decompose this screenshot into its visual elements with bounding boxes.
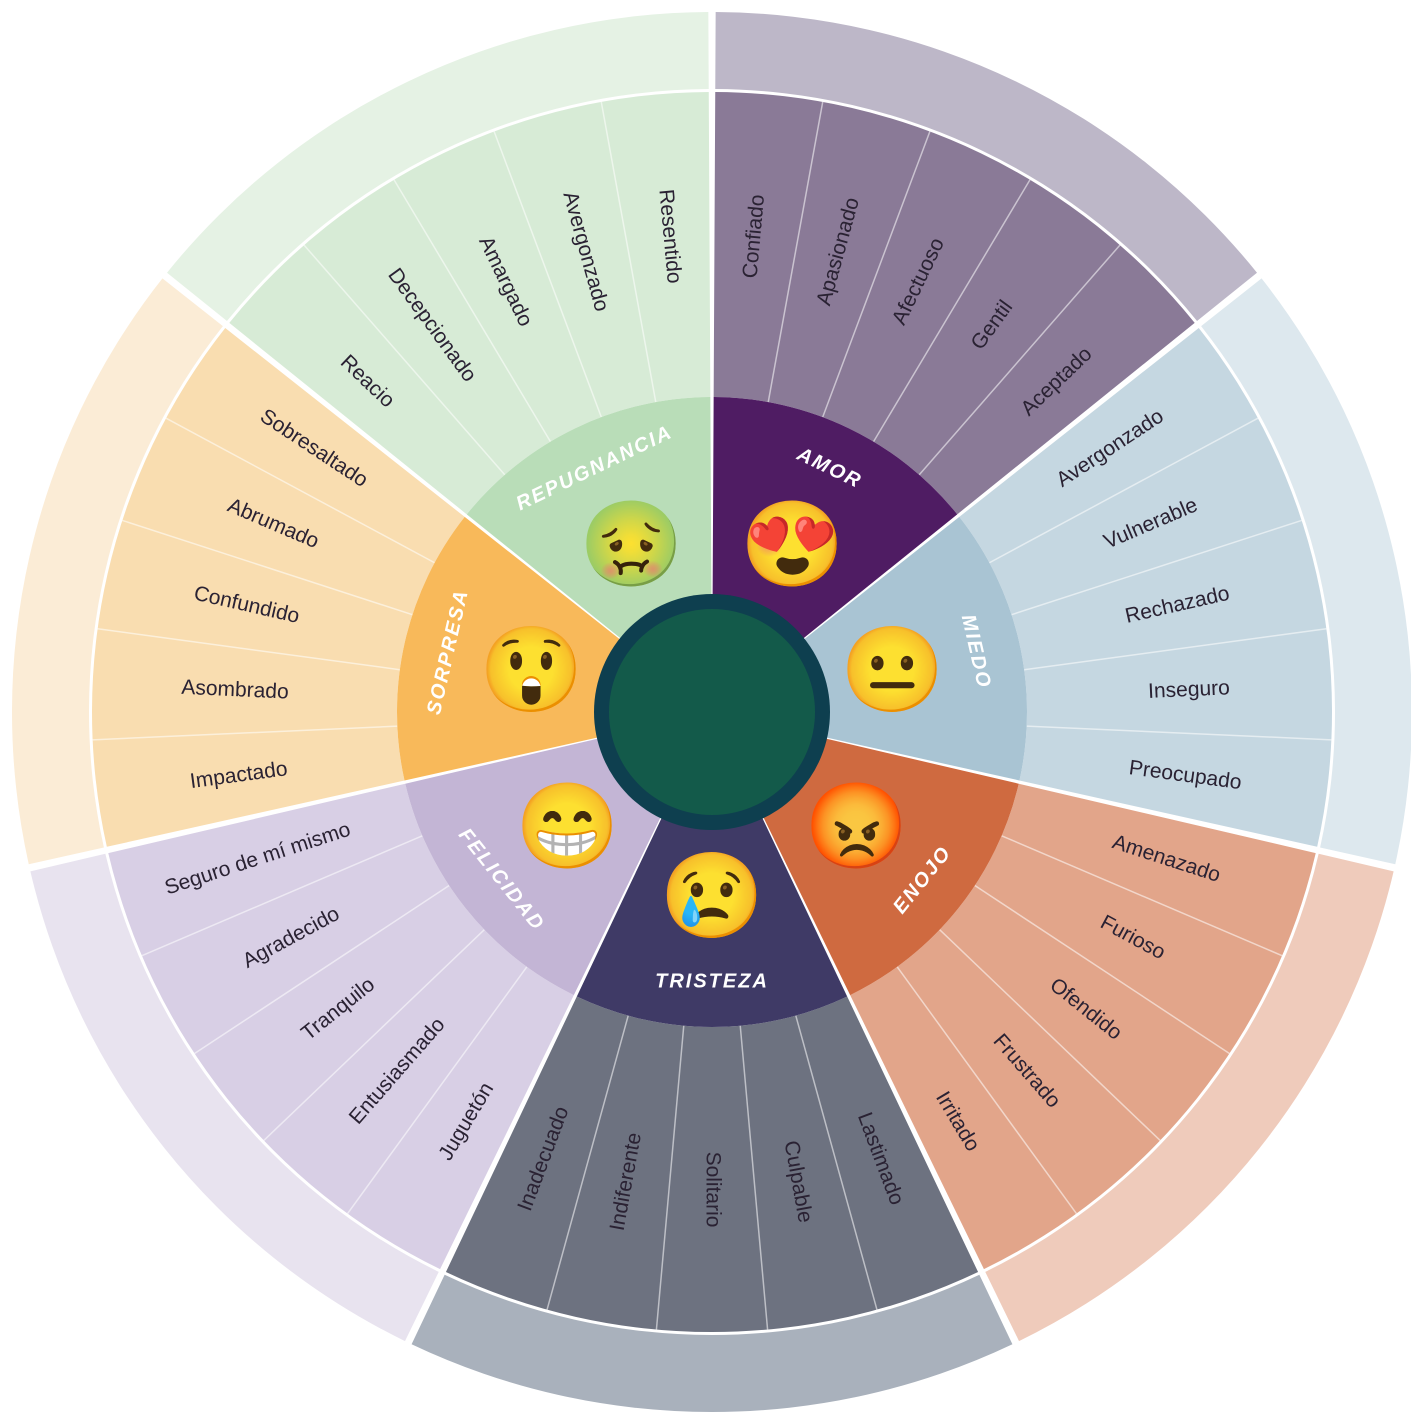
sub-divider: [122, 519, 413, 616]
sub-divider: [872, 179, 1031, 442]
sub-emotion-label: Asombrado: [181, 676, 289, 704]
core-wedge-repugnancia[interactable]: [466, 397, 712, 640]
sub-divider: [918, 244, 1121, 476]
heart-eyes-emoji: 😍: [740, 499, 845, 592]
sub-emotion-label: Solitario: [701, 1152, 724, 1228]
sub-divider: [896, 966, 1078, 1215]
sub-divider: [739, 1025, 769, 1330]
neutral-face-emoji: 😐: [840, 624, 945, 717]
sub-divider: [92, 725, 398, 741]
core-wedge-enojo[interactable]: [762, 738, 1019, 996]
outer-band-amor: [715, 12, 1257, 322]
astonished-face-emoji: 😲: [479, 624, 584, 717]
sub-divider: [795, 1015, 878, 1310]
crying-face-emoji: 😢: [660, 851, 765, 944]
core-wedge-felicidad[interactable]: [405, 738, 662, 996]
sub-divider: [600, 101, 657, 403]
sub-divider: [546, 1015, 629, 1310]
sub-divider: [141, 835, 423, 957]
outer-band-repugnancia: [167, 12, 709, 322]
sub-band-enojo: [850, 783, 1316, 1270]
sub-band-amor: [713, 92, 1195, 515]
angry-face-emoji: 😡: [804, 781, 909, 874]
outer-band-sorpresa: [12, 278, 223, 865]
sub-band-repugnancia: [229, 92, 711, 515]
sub-divider: [821, 131, 931, 418]
nauseated-face-emoji: 🤢: [579, 499, 684, 592]
sub-band-felicidad: [108, 783, 574, 1270]
sub-band-sorpresa: [91, 327, 465, 847]
outer-band-felicidad: [30, 853, 439, 1342]
sub-divider: [303, 244, 506, 476]
outer-band-miedo: [1201, 278, 1411, 865]
sub-divider: [346, 966, 528, 1215]
sub-divider: [97, 628, 400, 671]
sub-band-miedo: [959, 327, 1332, 847]
core-wedge-amor[interactable]: [712, 397, 958, 640]
center-circle: [609, 609, 815, 815]
sub-divider: [263, 929, 485, 1142]
sub-divider: [655, 1025, 685, 1330]
outer-band-enojo: [985, 853, 1394, 1342]
core-label-tristeza: TRISTEZA: [655, 970, 769, 992]
sub-divider: [493, 131, 603, 418]
sub-band-tristeza: [445, 996, 979, 1332]
sub-emotion-label: Inseguro: [1148, 676, 1231, 703]
outer-band-tristeza: [411, 1274, 1013, 1412]
sub-divider: [1011, 519, 1302, 616]
sub-divider: [1024, 628, 1327, 671]
core-wedge-tristeza[interactable]: [576, 816, 848, 1027]
sub-divider: [1026, 725, 1332, 741]
sub-divider: [393, 179, 552, 442]
sub-divider: [1001, 835, 1283, 957]
sub-divider: [767, 101, 824, 403]
sub-divider: [165, 417, 435, 564]
sub-divider: [989, 417, 1259, 564]
sub-divider: [974, 884, 1230, 1055]
sub-divider: [939, 929, 1161, 1142]
grinning-face-emoji: 😁: [515, 781, 620, 874]
sub-divider: [194, 884, 450, 1055]
core-wedge-miedo[interactable]: [803, 516, 1027, 781]
core-wedge-sorpresa[interactable]: [397, 516, 621, 781]
